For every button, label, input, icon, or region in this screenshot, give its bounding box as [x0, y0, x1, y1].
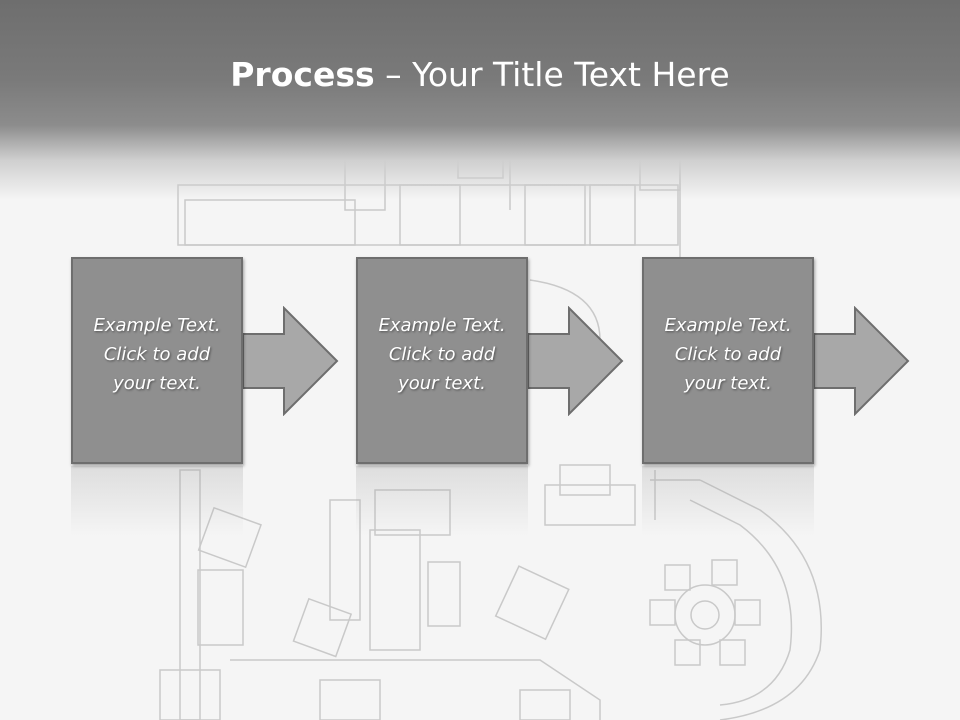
step-1-box[interactable]: Example Text. Click to add your text. [71, 257, 243, 464]
title-band [0, 0, 960, 200]
step-3-text[interactable]: Example Text. Click to add your text. [644, 311, 812, 398]
title-bold: Process [230, 55, 375, 94]
step-2-line-3: your text. [398, 373, 486, 394]
step-1-line-1: Example Text. [93, 315, 221, 336]
step-3-line-2: Click to add [674, 344, 782, 365]
step-2-line-2: Click to add [388, 344, 496, 365]
step-1-line-2: Click to add [103, 344, 211, 365]
step-3-reflection [642, 466, 814, 536]
step-2-arrow [527, 306, 624, 416]
page-title[interactable]: Process – Your Title Text Here [0, 52, 960, 98]
step-3-box[interactable]: Example Text. Click to add your text. [642, 257, 814, 464]
step-1-line-3: your text. [113, 373, 201, 394]
step-2-line-1: Example Text. [378, 315, 506, 336]
step-1-text[interactable]: Example Text. Click to add your text. [73, 311, 241, 398]
step-2-text[interactable]: Example Text. Click to add your text. [358, 311, 526, 398]
step-2-reflection [356, 466, 528, 536]
title-rest: – Your Title Text Here [374, 55, 730, 94]
step-3-arrow [813, 306, 910, 416]
step-1-reflection [71, 466, 243, 536]
step-3-line-1: Example Text. [664, 315, 792, 336]
step-3-line-3: your text. [684, 373, 772, 394]
step-1-arrow [242, 306, 339, 416]
step-2-box[interactable]: Example Text. Click to add your text. [356, 257, 528, 464]
